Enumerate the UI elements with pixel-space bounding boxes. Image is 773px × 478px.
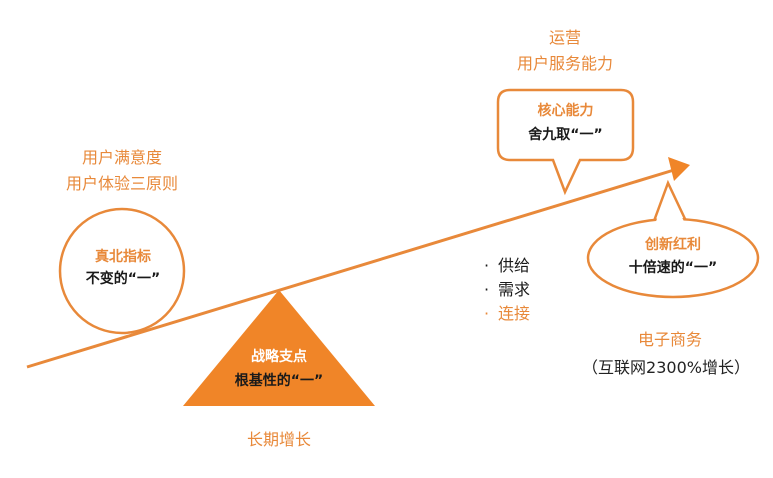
bullet-icon: · — [484, 256, 490, 275]
growth-lever-line — [26, 168, 675, 369]
ecommerce-subtitle: （互联网2300%增长） — [582, 358, 750, 377]
innovation-bubble-tail-fill — [656, 188, 684, 222]
core-ability-bubble — [496, 88, 635, 196]
user-service-label: 用户服务能力 — [516, 54, 613, 73]
operations-label: 运营 — [548, 28, 581, 47]
ux-principles-label: 用户体验三原则 — [65, 174, 178, 193]
list-item-connection: ·连接 — [484, 302, 530, 326]
long-term-growth-label: 长期增长 — [246, 430, 311, 449]
supply-demand-list: ·供给 ·需求 ·连接 — [484, 254, 530, 326]
user-satisfaction-label: 用户满意度 — [81, 148, 162, 167]
fulcrum-title: 战略支点 — [251, 349, 307, 365]
north-star-subtitle: 不变的“一” — [85, 271, 161, 287]
core-ability-subtitle: 舍九取“一” — [528, 127, 603, 143]
bullet-icon: · — [484, 280, 490, 299]
arrow-right-icon — [668, 157, 690, 181]
bullet-icon: · — [484, 304, 490, 323]
fulcrum-subtitle: 根基性的“一” — [234, 373, 324, 389]
fulcrum-triangle — [183, 290, 375, 406]
ecommerce-title: 电子商务 — [637, 330, 702, 349]
core-ability-title: 核心能力 — [537, 103, 594, 119]
innovation-title: 创新红利 — [645, 237, 701, 253]
north-star-title: 真北指标 — [95, 249, 151, 265]
north-star-circle — [58, 207, 186, 335]
innovation-subtitle: 十倍速的“一” — [628, 260, 718, 276]
list-item-supply: ·供给 — [484, 254, 530, 278]
list-item-demand: ·需求 — [484, 278, 530, 302]
